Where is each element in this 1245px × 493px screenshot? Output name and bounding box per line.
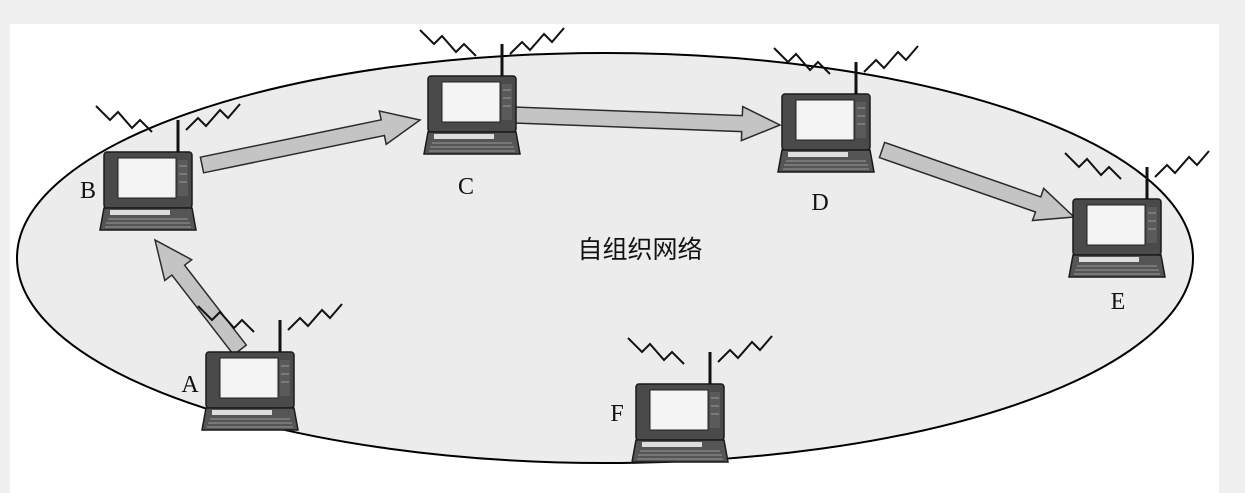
- node-label-b: B: [80, 178, 96, 204]
- node-label-c: C: [458, 174, 474, 200]
- node-label-a: A: [181, 372, 199, 398]
- node-label-d: D: [811, 190, 828, 216]
- node-label-f: F: [610, 401, 623, 427]
- network-label: 自组织网络: [577, 235, 702, 264]
- node-layer: A B C D E F: [80, 26, 1211, 464]
- left-margin-band: [0, 0, 10, 493]
- arrow-b-to-c: [199, 110, 422, 174]
- right-margin-band: [1219, 0, 1245, 493]
- top-margin-band: [0, 0, 1245, 24]
- arrow-d-to-e: [878, 141, 1076, 222]
- node-label-e: E: [1111, 289, 1126, 315]
- arrow-c-to-d: [512, 105, 782, 142]
- arrow-a-to-b: [153, 238, 248, 356]
- edge-layer: [153, 105, 1076, 356]
